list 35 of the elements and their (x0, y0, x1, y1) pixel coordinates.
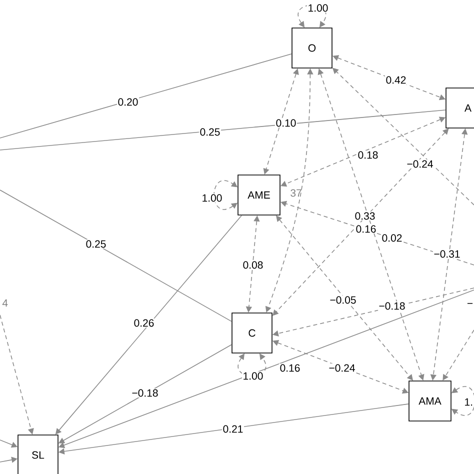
edge-label: 1.00 (244, 372, 263, 380)
edge-label: 0.25 (200, 128, 220, 136)
variable-box: AMA (408, 380, 452, 422)
edge-label: −0.24 (329, 364, 355, 372)
coefficient-label: 37 (290, 189, 302, 197)
edge-label: 0.20 (118, 98, 138, 106)
variable-box: A (446, 88, 474, 128)
edge-label: 0.21 (223, 425, 243, 433)
edge-label: − (467, 303, 473, 304)
edge-label: 1.00 (308, 4, 328, 12)
edge-label: −0.05 (330, 296, 356, 304)
edge-label: 0.26 (134, 319, 154, 327)
edge-label: 0.08 (243, 261, 263, 269)
edge-label: 1.00 (202, 194, 222, 202)
edge-label: 0.42 (386, 76, 406, 84)
edge-label: 0.25 (86, 240, 106, 248)
edge-label: 0.02 (382, 234, 402, 242)
path-line (0, 190, 232, 322)
variable-box: SL (18, 434, 58, 474)
variable-box: O (292, 28, 332, 68)
edge-label: −0.18 (379, 302, 405, 310)
edge-label: 1. (465, 398, 472, 406)
path-line (0, 53, 292, 138)
path-line (0, 110, 446, 150)
edge-label: 0.16 (280, 364, 300, 372)
edge-label: 0.16 (356, 225, 376, 233)
edge-label: 0.18 (358, 151, 378, 159)
coefficient-label: 4 (2, 299, 8, 307)
variable-box: AME (238, 174, 280, 216)
edge-label: −0.18 (132, 389, 158, 397)
edge-label: −0.24 (407, 160, 433, 168)
edge-label: 0.10 (276, 119, 296, 127)
edge-label: −0.31 (434, 250, 460, 258)
edge-label: 0.33 (355, 212, 375, 220)
variable-box: C (232, 312, 272, 354)
